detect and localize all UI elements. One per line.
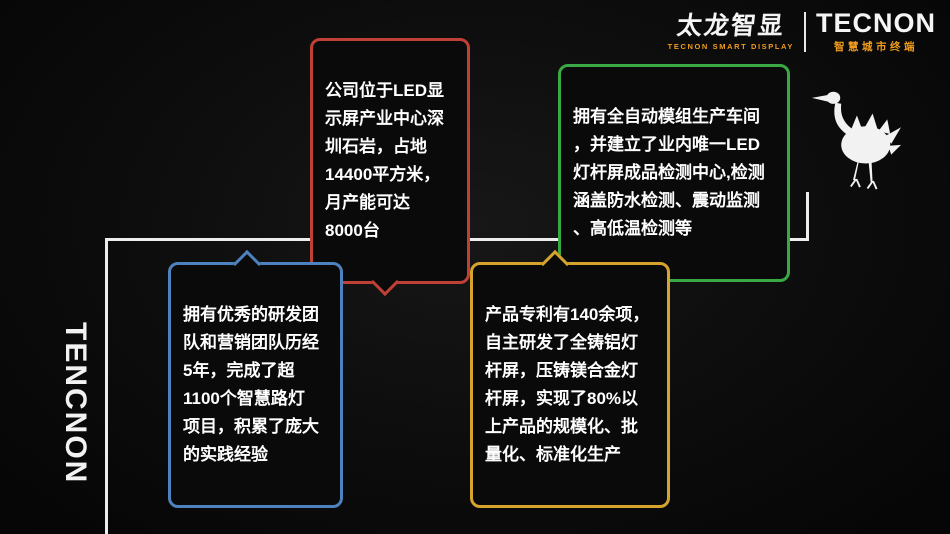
callout-patents: 产品专利有140余项， 自主研发了全铸铝灯 杆屏，压铸镁合金灯 杆屏，实现了80…: [470, 249, 670, 509]
callout-tail: [370, 268, 400, 297]
callout-text: 产品专利有140余项， 自主研发了全铸铝灯 杆屏，压铸镁合金灯 杆屏，实现了80…: [485, 305, 650, 465]
callout-text: 拥有优秀的研发团 队和营销团队历经 5年，完成了超 1100个智慧路灯 项目，积…: [183, 305, 319, 465]
brand-cn-tagline: TECNON SMART DISPLAY: [667, 41, 794, 51]
callout-rd-team: 拥有优秀的研发团 队和营销团队历经 5年，完成了超 1100个智慧路灯 项目，积…: [168, 249, 343, 509]
brand-en-tagline: 智慧城市终端: [834, 41, 918, 53]
callout-tail: [232, 249, 262, 279]
brand-cn-block: 太龙智显 TECNON SMART DISPLAY: [667, 12, 794, 51]
callout-text: 公司位于LED显 示屏产业中心深 圳石岩，占地 14400平方米， 月产能可达 …: [325, 81, 444, 241]
brand-logo: 太龙智显 TECNON SMART DISPLAY TECNON 智慧城市终端: [668, 10, 936, 54]
timeline-left-line: [105, 238, 108, 534]
timeline-right-line: [806, 192, 809, 241]
side-brand-text: TENCNON: [59, 322, 92, 485]
brand-en-block: TECNON 智慧城市终端: [816, 10, 936, 54]
ostrich-icon: [811, 91, 901, 190]
callout-production-inspection: 拥有全自动模组生产车间 ，并建立了业内唯一LED 灯杆屏成品检测中心,检测 涵盖…: [558, 64, 790, 295]
brand-en-name: TECNON: [816, 8, 936, 38]
callout-company-location: 公司位于LED显 示屏产业中心深 圳石岩，占地 14400平方米， 月产能可达 …: [310, 38, 470, 297]
callout-text: 拥有全自动模组生产车间 ，并建立了业内唯一LED 灯杆屏成品检测中心,检测 涵盖…: [573, 107, 765, 239]
brand-cn-name: 太龙智显: [675, 12, 787, 41]
logo-divider: [804, 12, 806, 52]
